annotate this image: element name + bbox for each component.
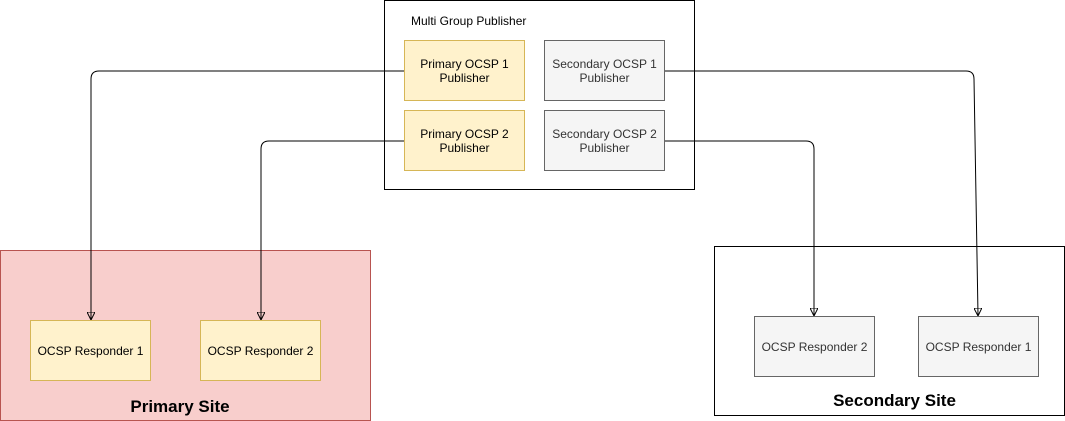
secondary-ocsp-responder-1[interactable]: OCSP Responder 1: [918, 316, 1039, 377]
primary-site-label: Primary Site: [130, 397, 230, 416]
primary-ocsp-responder-2[interactable]: OCSP Responder 2: [200, 320, 321, 381]
secondary-ocsp-responder-2[interactable]: OCSP Responder 2: [754, 316, 875, 377]
secondary-ocsp-1-publisher[interactable]: Secondary OCSP 1 Publisher: [544, 40, 665, 101]
edge-primary-2-to-responder-2: [261, 140, 404, 319]
primary-ocsp-2-publisher[interactable]: Primary OCSP 2 Publisher: [404, 110, 525, 171]
edge-primary-1-to-responder-1: [91, 70, 404, 319]
secondary-site-label: Secondary Site: [833, 391, 956, 410]
primary-ocsp-1-publisher[interactable]: Primary OCSP 1 Publisher: [404, 40, 525, 101]
primary-ocsp-responder-1[interactable]: OCSP Responder 1: [30, 320, 151, 381]
edge-secondary-2-to-responder-2: [665, 140, 814, 315]
secondary-ocsp-2-publisher[interactable]: Secondary OCSP 2 Publisher: [544, 110, 665, 171]
edge-secondary-1-to-responder-1: [665, 70, 978, 315]
multi-group-publisher-title: Multi Group Publisher: [411, 14, 527, 28]
